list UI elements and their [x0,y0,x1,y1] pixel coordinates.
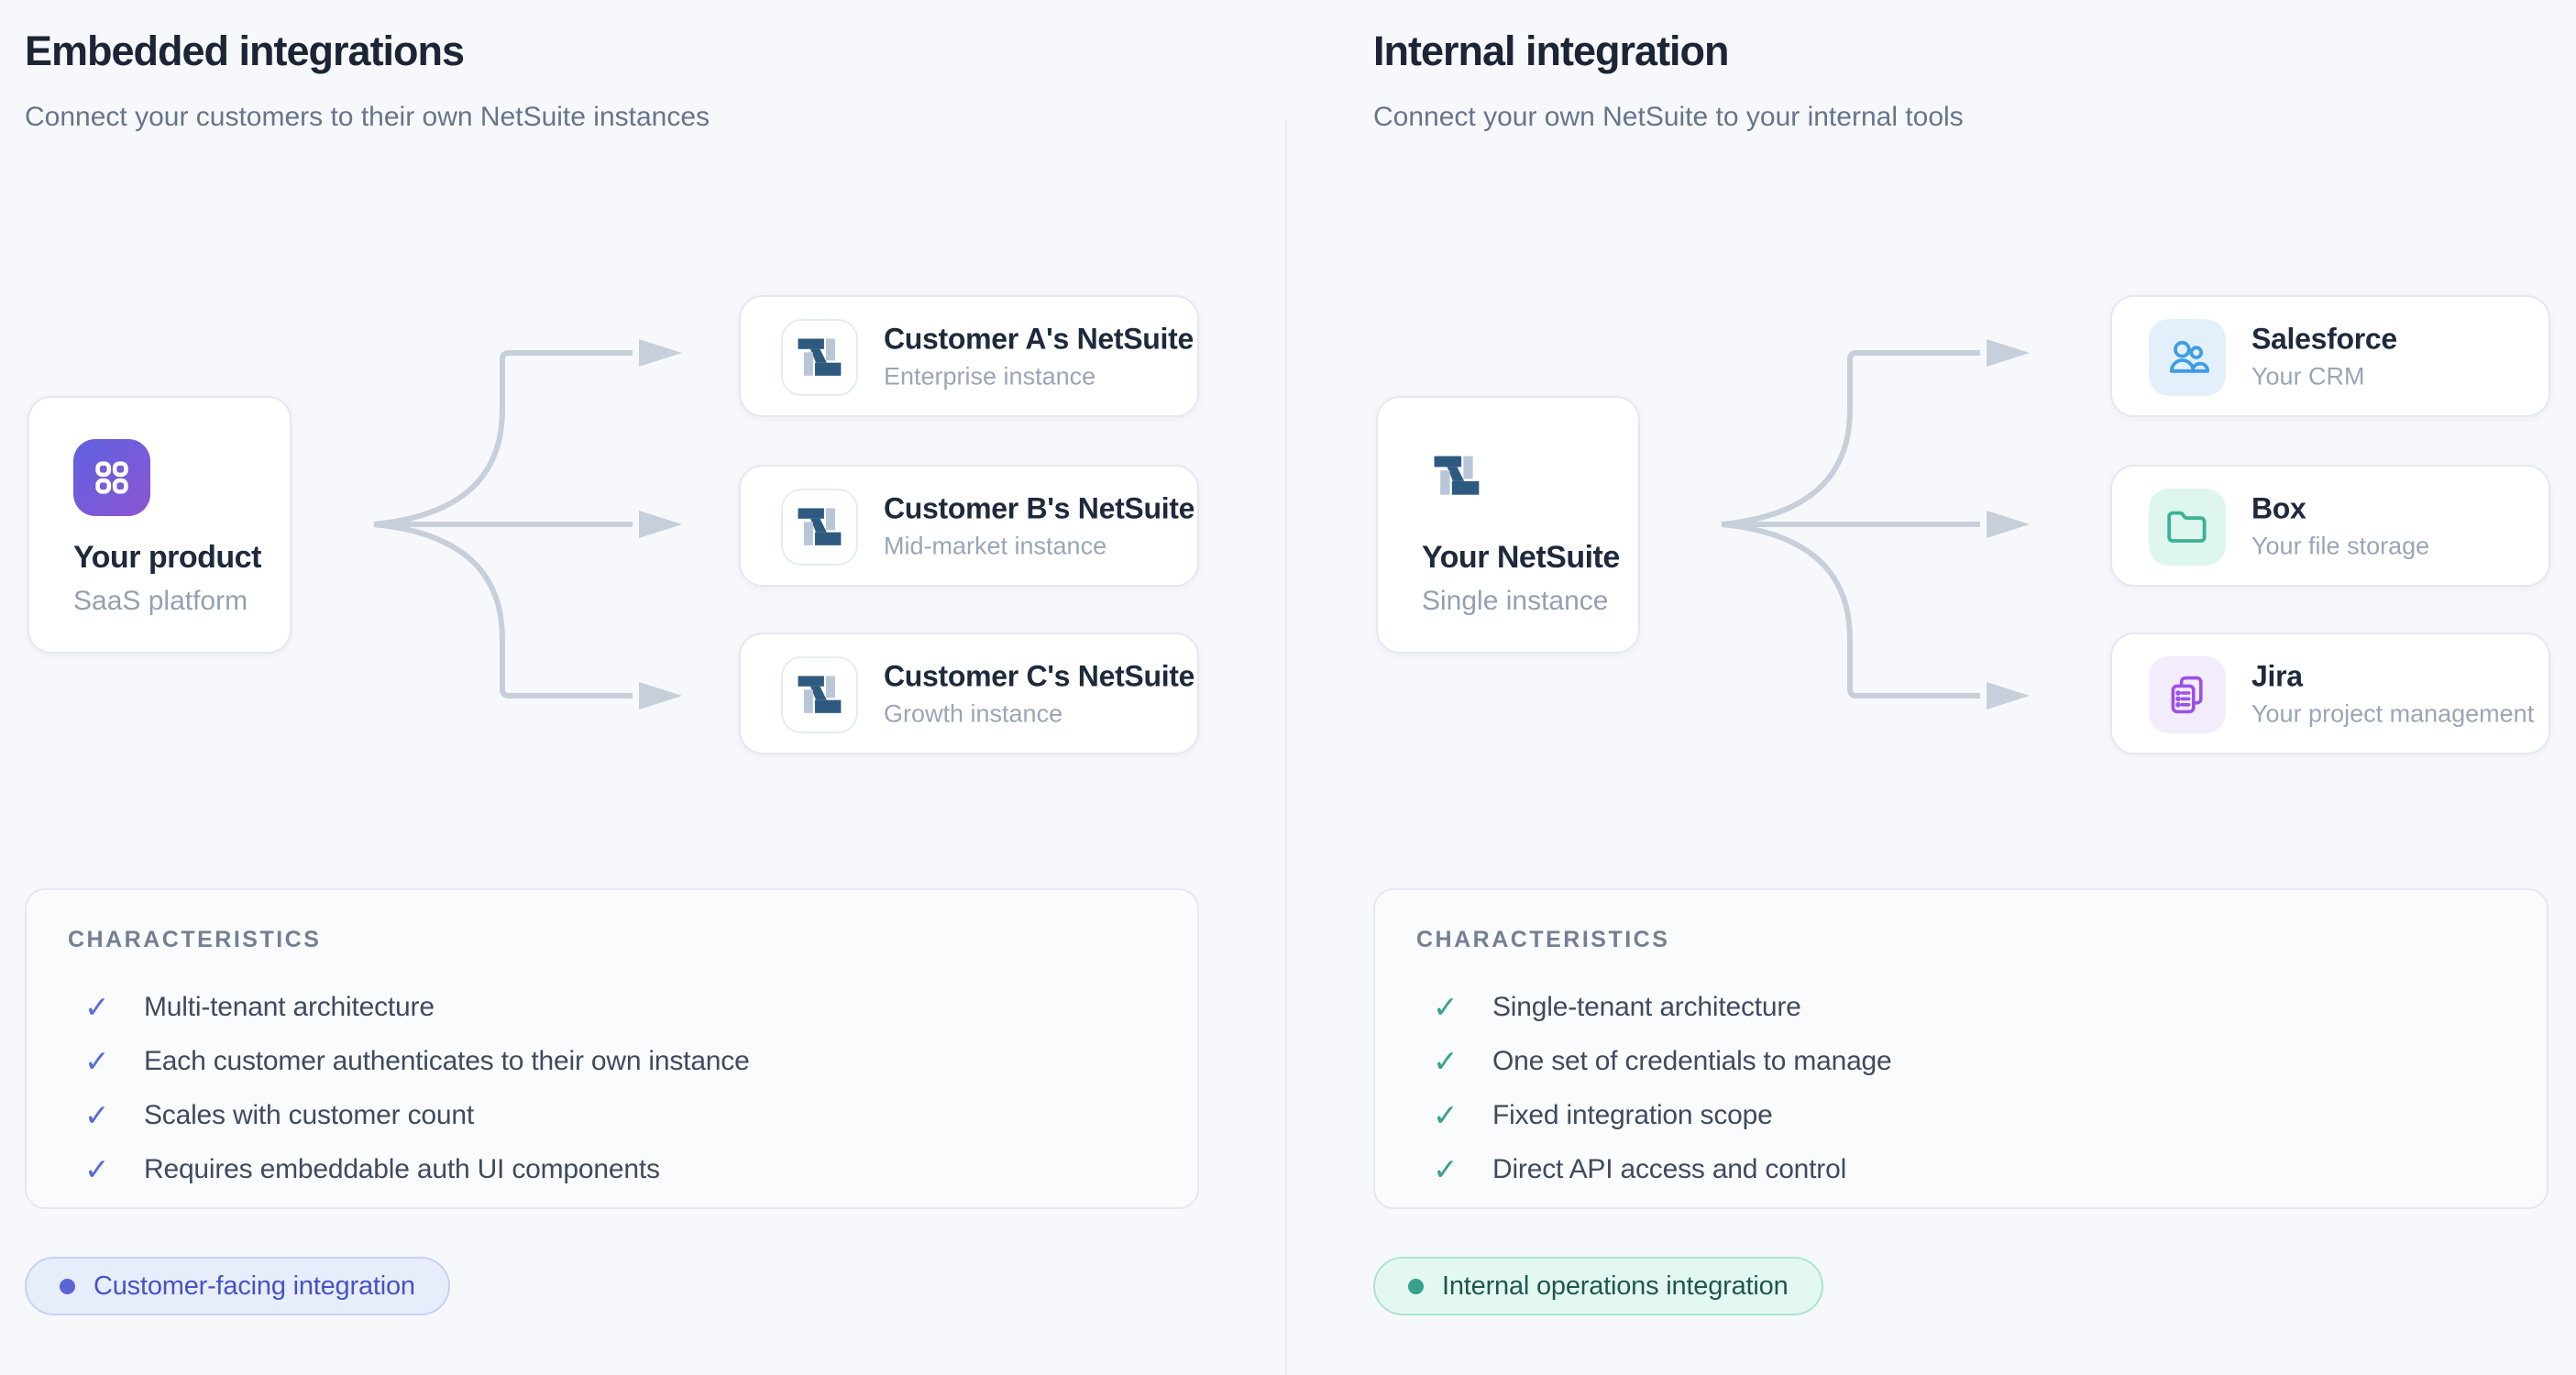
card-title: Customer B's NetSuite [884,491,1195,524]
card-title: Salesforce [2251,322,2397,355]
badge-dot-icon [60,1278,75,1294]
netsuite-logo-icon [781,319,858,396]
your-netsuite-card: Your NetSuite Single instance [1376,396,1640,654]
check-icon: ✓ [84,1097,110,1133]
card-title: Box [2251,491,2306,524]
customer-a-card: Customer A's NetSuite Enterprise instanc… [739,295,1199,417]
folder-icon [2149,489,2226,566]
characteristic-item: ✓ Scales with customer count [84,1097,474,1133]
clipboard-icon [2149,656,2226,733]
characteristic-item: ✓ Single-tenant architecture [1433,989,1801,1025]
card-title: Jira [2251,659,2303,692]
app-grid-icon [73,439,150,516]
customer-facing-badge: Customer-facing integration [25,1257,450,1315]
page-subtitle: Connect your own NetSuite to your intern… [1373,102,1964,132]
badge-label: Internal operations integration [1442,1270,1789,1301]
characteristic-item: ✓ Requires embeddable auth UI components [84,1151,660,1187]
internal-operations-badge: Internal operations integration [1373,1257,1823,1315]
badge-dot-icon [1408,1278,1424,1294]
characteristic-item: ✓ Fixed integration scope [1433,1097,1773,1133]
card-title: Your product [73,540,261,575]
card-subtitle: Single instance [1422,586,1609,616]
box-card: Box Your file storage [2110,465,2550,587]
panel-divider [1285,121,1287,1375]
card-subtitle: Enterprise instance [884,362,1096,390]
page-title: Internal integration [1373,28,1730,74]
netsuite-logo-icon [781,489,858,566]
characteristic-item: ✓ Direct API access and control [1433,1151,1847,1187]
netsuite-logo-icon [1434,456,1480,495]
card-subtitle: Your project management [2251,699,2535,727]
card-title: Customer C's NetSuite [884,659,1195,692]
your-product-card: Your product SaaS platform [28,396,292,654]
check-icon: ✓ [84,1043,110,1079]
characteristics-label: CHARACTERISTICS [1416,927,1670,952]
check-icon: ✓ [1433,1097,1459,1133]
check-icon: ✓ [1433,1151,1459,1187]
check-icon: ✓ [84,1151,110,1187]
customer-c-card: Customer C's NetSuite Growth instance [739,632,1199,754]
check-icon: ✓ [1433,989,1459,1025]
users-icon [2149,319,2226,396]
card-title: Customer A's NetSuite [884,322,1194,355]
characteristic-item: ✓ Multi-tenant architecture [84,989,435,1025]
check-icon: ✓ [1433,1043,1459,1079]
characteristics-box: CHARACTERISTICS ✓ Single-tenant architec… [1373,888,2548,1209]
card-title: Your NetSuite [1422,540,1620,575]
badge-label: Customer-facing integration [94,1270,415,1301]
customer-b-card: Customer B's NetSuite Mid-market instanc… [739,465,1199,587]
card-subtitle: SaaS platform [73,586,248,616]
page-subtitle: Connect your customers to their own NetS… [25,102,710,132]
characteristics-box: CHARACTERISTICS ✓ Multi-tenant architect… [25,888,1199,1209]
check-icon: ✓ [84,989,110,1025]
characteristic-item: ✓ One set of credentials to manage [1433,1043,1892,1079]
characteristics-label: CHARACTERISTICS [68,927,322,952]
netsuite-logo-icon [781,656,858,733]
jira-card: Jira Your project management [2110,632,2550,754]
card-subtitle: Mid-market instance [884,532,1107,559]
card-subtitle: Your file storage [2251,532,2430,559]
arrow-fan-right [1714,335,2044,731]
card-subtitle: Growth instance [884,699,1063,727]
salesforce-card: Salesforce Your CRM [2110,295,2550,417]
card-subtitle: Your CRM [2251,362,2365,390]
page-title: Embedded integrations [25,28,465,74]
characteristic-item: ✓ Each customer authenticates to their o… [84,1043,750,1079]
arrow-fan-left [367,335,697,731]
